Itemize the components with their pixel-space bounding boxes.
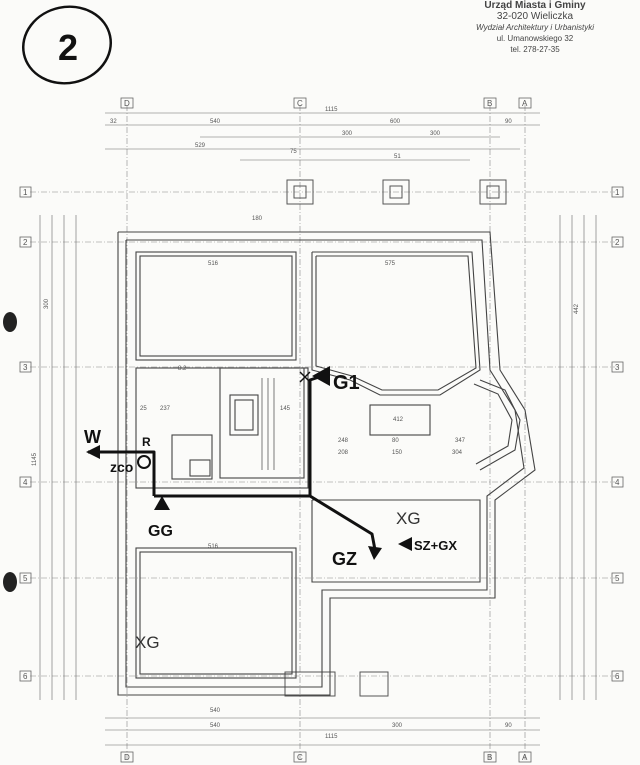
axis-label-row-5: 5 [23, 574, 28, 583]
dim-top-left: 540 [210, 119, 221, 125]
axis-label-d-bottom: D [124, 753, 130, 762]
gz-arrow-icon [368, 546, 382, 560]
dim-small-75: 75 [290, 149, 297, 155]
dim-small-25: 25 [140, 406, 147, 412]
axis-label-row-1-right: 1 [615, 188, 620, 197]
dim-second-mid: 300 [342, 131, 353, 137]
cross-mark [299, 371, 311, 383]
dim-bottom-total: 1115 [325, 734, 338, 740]
dim-bottom-left-inner: 540 [210, 723, 221, 729]
w-arrow-icon [86, 445, 100, 459]
axis-label-a-top: A [522, 99, 528, 108]
label-xg-top: XG [396, 509, 421, 528]
dim-left-mid: 300 [44, 298, 50, 309]
axis-label-row-3-right: 3 [615, 363, 620, 372]
dim-small-180: 180 [252, 216, 263, 222]
stamp-department: Wydział Architektury i Urbanistyki [476, 23, 594, 32]
axis-label-row-6: 6 [23, 672, 28, 681]
axis-label-row-6-right: 6 [615, 672, 620, 681]
dim-bottom-right: 90 [505, 723, 512, 729]
dim-small-304: 304 [452, 450, 463, 456]
axis-label-row-4-right: 4 [615, 478, 620, 487]
axis-label-row-2: 2 [23, 238, 28, 247]
label-sz-gx: SZ+GX [414, 538, 457, 553]
dim-small-248: 248 [338, 438, 349, 444]
label-xg-bottom: XG [135, 633, 160, 652]
connection-circle [137, 455, 151, 469]
axis-label-d-top: D [124, 99, 130, 108]
axis-label-row-4: 4 [23, 478, 28, 487]
sz-arrow-icon [398, 537, 412, 551]
stamp-street: ul. Umanowskiego 32 [496, 34, 574, 43]
gg-arrow-icon [154, 496, 170, 510]
label-r: R [142, 435, 151, 449]
dim-top-mid: 600 [390, 119, 401, 125]
dim-small-237: 237 [160, 406, 171, 412]
g1-arrow-icon [312, 366, 330, 386]
axis-label-row-5-right: 5 [615, 574, 620, 583]
axis-label-row-2-right: 2 [615, 238, 620, 247]
stamp-office-name: Urząd Miasta i Gminy [484, 0, 586, 11]
office-stamp: Urząd Miasta i Gminy 32-020 Wieliczka Wy… [455, 0, 615, 55]
axis-label-a-bottom: A [522, 753, 528, 762]
dim-top-edge: 32 [110, 119, 117, 125]
page-number-circle [21, 5, 113, 85]
page-number: 2 [58, 27, 78, 68]
label-w: W [84, 427, 101, 447]
building-walls [117, 231, 536, 696]
dim-small-412: 412 [393, 417, 404, 423]
dim-small-347: 347 [455, 438, 466, 444]
axis-label-c-top: C [297, 99, 303, 108]
dim-small-80: 80 [392, 438, 399, 444]
dim-top-right: 90 [505, 119, 512, 125]
dim-bottom-mid: 300 [392, 723, 403, 729]
binder-hole [3, 312, 17, 332]
label-zco: zco [110, 459, 133, 475]
dim-small-82: 8.2 [178, 366, 187, 372]
dim-right-side: 442 [574, 303, 580, 314]
row-axis-tags [19, 186, 624, 682]
dim-small-145: 145 [280, 406, 291, 412]
axis-label-row-1: 1 [23, 188, 28, 197]
axis-label-b-bottom: B [487, 753, 492, 762]
dim-top-total: 1115 [325, 107, 338, 113]
room-tl-width: 516 [208, 261, 219, 267]
column-axis-tags-top [120, 97, 532, 763]
foundation-pads [284, 179, 507, 697]
dim-left-total: 1145 [32, 452, 38, 466]
dim-small-208: 208 [338, 450, 349, 456]
axis-label-c-bottom: C [297, 753, 303, 762]
binder-hole [3, 572, 17, 592]
dim-second-right: 300 [430, 131, 441, 137]
label-gz: GZ [332, 549, 357, 569]
dim-small-51: 51 [394, 154, 401, 160]
label-gg: GG [148, 523, 173, 540]
axis-lines [30, 105, 615, 760]
dim-second-left: 529 [195, 143, 206, 149]
label-g1: G1 [333, 372, 360, 394]
top-dimension-lines [39, 112, 597, 746]
room-bl-width: 516 [208, 544, 219, 550]
dim-small-150: 150 [392, 450, 403, 456]
stamp-phone: tel. 278-27-35 [510, 45, 560, 54]
dim-bottom-left: 540 [210, 708, 221, 714]
room-tr-width: 575 [385, 261, 396, 267]
axis-label-row-3: 3 [23, 363, 28, 372]
stamp-postal-city: 32-020 Wieliczka [496, 11, 574, 22]
axis-label-b-top: B [487, 99, 492, 108]
